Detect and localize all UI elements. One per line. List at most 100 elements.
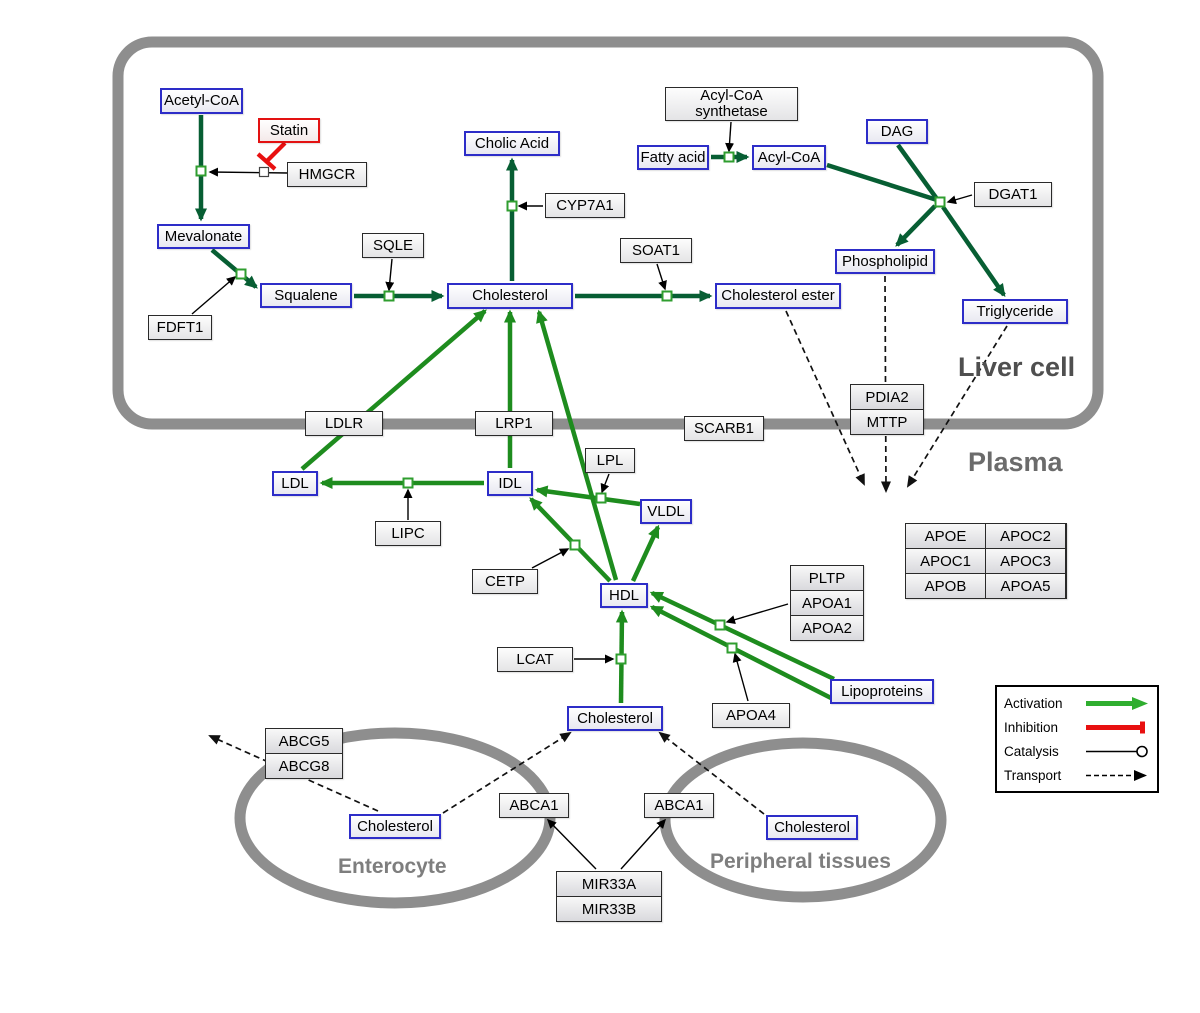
edge-junction-triglyceride bbox=[941, 205, 1006, 298]
node-ldlr[interactable]: LDLR bbox=[305, 411, 383, 436]
node-apoe[interactable]: APOE bbox=[906, 524, 985, 548]
transport-dashed-arrow-icon bbox=[1086, 769, 1147, 781]
node-lpl[interactable]: LPL bbox=[585, 448, 635, 473]
statin-inhibition-tbar bbox=[256, 152, 277, 171]
reaction-squares bbox=[195, 151, 946, 665]
node-apoa1[interactable]: APOA1 bbox=[791, 591, 863, 615]
edge-triglyceride-secretion bbox=[906, 325, 1008, 488]
node-apoc1[interactable]: APOC1 bbox=[906, 549, 985, 573]
node-pdia2[interactable]: PDIA2 bbox=[851, 385, 923, 409]
peripheral-tissues-label: Peripheral tissues bbox=[710, 850, 891, 873]
node-statin[interactable]: Statin bbox=[258, 118, 320, 143]
catalysis-lpl bbox=[600, 473, 610, 494]
inhibition-tbar-icon bbox=[1086, 721, 1145, 733]
node-abca1-peripheral[interactable]: ABCA1 bbox=[644, 793, 714, 818]
node-mir33b[interactable]: MIR33B bbox=[557, 897, 661, 921]
catalysis-apoa4 bbox=[732, 652, 749, 702]
catalysis-acylcoa-synthetase bbox=[725, 121, 735, 153]
catalysis-fdft1 bbox=[191, 276, 237, 315]
edge-vldl-idl bbox=[534, 485, 641, 507]
node-pltp[interactable]: PLTP bbox=[791, 566, 863, 590]
node-dag[interactable]: DAG bbox=[866, 119, 928, 144]
node-abca1-enterocyte[interactable]: ABCA1 bbox=[499, 793, 569, 818]
legend-row-catalysis: Catalysis bbox=[1001, 739, 1153, 763]
node-lipoproteins[interactable]: Lipoproteins bbox=[830, 679, 934, 704]
statin-target-square bbox=[258, 166, 270, 178]
legend-activation-label: Activation bbox=[1004, 695, 1063, 711]
node-cholesterol-peripheral[interactable]: Cholesterol bbox=[766, 815, 858, 840]
node-squalene[interactable]: Squalene bbox=[260, 283, 352, 308]
node-apoa2[interactable]: APOA2 bbox=[791, 616, 863, 640]
edge-cholesterol-ester-secretion bbox=[785, 310, 865, 486]
node-soat1[interactable]: SOAT1 bbox=[620, 238, 692, 263]
node-cholesterol-liver[interactable]: Cholesterol bbox=[447, 283, 573, 309]
node-idl[interactable]: IDL bbox=[487, 471, 533, 496]
node-cholesterol-plasma[interactable]: Cholesterol bbox=[567, 706, 663, 731]
catalysis-hmgcr bbox=[208, 167, 289, 177]
liver-cell-membrane bbox=[112, 36, 1104, 430]
node-mttp[interactable]: MTTP bbox=[851, 410, 923, 434]
node-abcg8[interactable]: ABCG8 bbox=[266, 754, 342, 778]
node-acyl-coa-synthetase[interactable]: Acyl-CoA synthetase bbox=[665, 87, 798, 121]
catalysis-pltp-apoa bbox=[725, 603, 789, 625]
regulation-mir33-abca1-right bbox=[620, 818, 667, 870]
catalysis-cetp bbox=[531, 548, 570, 569]
edge-cholesterol-enterocyte-to-plasma bbox=[442, 731, 572, 814]
compartment-shapes bbox=[112, 36, 1104, 909]
node-hmgcr[interactable]: HMGCR bbox=[287, 162, 367, 187]
plasma-reaction-edges bbox=[300, 309, 835, 704]
group-mir33: MIR33A MIR33B bbox=[556, 871, 662, 922]
edge-acylcoa-dgat-junction bbox=[826, 162, 938, 203]
edge-ldl-uptake-ldlr bbox=[300, 309, 487, 471]
node-triglyceride[interactable]: Triglyceride bbox=[962, 299, 1068, 324]
node-lcat[interactable]: LCAT bbox=[497, 647, 573, 672]
node-fdft1[interactable]: FDFT1 bbox=[148, 315, 212, 340]
catalysis-edges bbox=[191, 121, 973, 870]
node-apob[interactable]: APOB bbox=[906, 574, 985, 598]
catalysis-sqle bbox=[385, 258, 395, 292]
node-cholesterol-enterocyte[interactable]: Cholesterol bbox=[349, 814, 441, 839]
liver-cell-label: Liver cell bbox=[958, 352, 1076, 382]
node-scarb1[interactable]: SCARB1 bbox=[684, 416, 764, 441]
node-mir33a[interactable]: MIR33A bbox=[557, 872, 661, 896]
node-ldl[interactable]: LDL bbox=[272, 471, 318, 496]
node-lrp1[interactable]: LRP1 bbox=[475, 411, 553, 436]
node-dgat1[interactable]: DGAT1 bbox=[974, 182, 1052, 207]
catalysis-circle-icon bbox=[1086, 745, 1148, 757]
node-vldl[interactable]: VLDL bbox=[640, 499, 692, 524]
group-abcg5-abcg8: ABCG5 ABCG8 bbox=[265, 728, 343, 779]
plasma-label: Plasma bbox=[968, 447, 1063, 477]
node-cholic-acid[interactable]: Cholic Acid bbox=[464, 131, 560, 156]
edge-phospholipid-secretion bbox=[880, 275, 891, 493]
node-hdl[interactable]: HDL bbox=[600, 583, 648, 608]
node-fatty-acid[interactable]: Fatty acid bbox=[637, 145, 709, 170]
catalysis-dgat1 bbox=[946, 194, 973, 205]
legend-transport-label: Transport bbox=[1004, 767, 1062, 783]
node-abcg5[interactable]: ABCG5 bbox=[266, 729, 342, 753]
node-apoc2[interactable]: APOC2 bbox=[986, 524, 1065, 548]
node-cetp[interactable]: CETP bbox=[472, 569, 538, 594]
node-mevalonate[interactable]: Mevalonate bbox=[157, 224, 250, 249]
statin-inhibition-line bbox=[265, 141, 287, 163]
edge-dag-dgat-junction bbox=[896, 143, 939, 201]
node-cyp7a1[interactable]: CYP7A1 bbox=[545, 193, 625, 218]
enterocyte-label: Enterocyte bbox=[338, 855, 447, 878]
node-cholesterol-ester[interactable]: Cholesterol ester bbox=[715, 283, 841, 309]
edge-hdl-uptake-liver bbox=[536, 309, 619, 581]
node-apoc3[interactable]: APOC3 bbox=[986, 549, 1065, 573]
edge-hdl-vldl bbox=[630, 524, 661, 582]
node-acyl-coa[interactable]: Acyl-CoA bbox=[752, 145, 826, 170]
legend-row-transport: Transport bbox=[1001, 763, 1153, 787]
node-phospholipid[interactable]: Phospholipid bbox=[835, 249, 935, 274]
legend-row-activation: Activation bbox=[1001, 691, 1153, 715]
edge-mevalonate-squalene bbox=[210, 248, 258, 289]
node-acetyl-coa[interactable]: Acetyl-CoA bbox=[160, 88, 243, 114]
node-apoa4[interactable]: APOA4 bbox=[712, 703, 790, 728]
node-sqle[interactable]: SQLE bbox=[362, 233, 424, 258]
legend-row-inhibition: Inhibition bbox=[1001, 715, 1153, 739]
node-lipc[interactable]: LIPC bbox=[375, 521, 441, 546]
acyl-coa-synthetase-line2: synthetase bbox=[695, 103, 768, 120]
node-apoa5[interactable]: APOA5 bbox=[986, 574, 1065, 598]
